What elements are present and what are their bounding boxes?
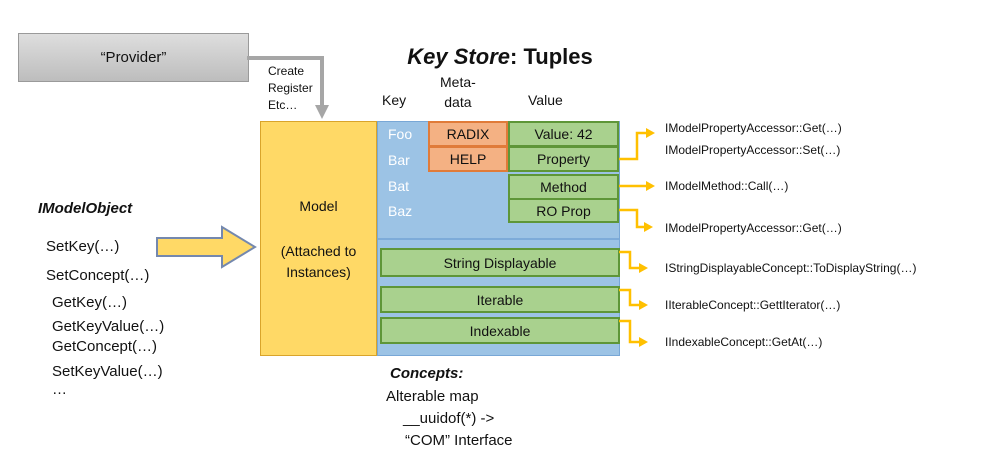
value-cell-property: Property (508, 146, 619, 172)
page-title: Key Store: Tuples (345, 44, 655, 70)
concept-bar-iterable: Iterable (380, 286, 620, 313)
arrow-method-head-icon (646, 181, 655, 191)
method-setkey: SetKey(…) (46, 238, 120, 255)
metadata-header-line2: data (444, 94, 472, 110)
concept-bar-indexable: Indexable (380, 317, 620, 344)
provider-connector-labels: Create Register Etc… (268, 63, 313, 114)
model-box-subtitle: (Attached to Instances) (280, 243, 357, 280)
concepts-note-header: Concepts: (390, 365, 464, 382)
connector-label-register: Register (268, 81, 313, 95)
method-setkeyvalue: SetKeyValue(…) (52, 363, 163, 380)
key-panel-divider (378, 238, 619, 240)
provider-box: “Provider” (18, 33, 249, 82)
column-header-value: Value (528, 92, 563, 108)
method-getkeyvalue: GetKeyValue(…) (52, 318, 165, 335)
annotation-property-set: IModelPropertyAccessor::Set(…) (665, 143, 841, 157)
provider-label: “Provider” (100, 49, 167, 66)
annotation-iterable: IIterableConcept::GettIterator(…) (665, 298, 841, 312)
metadata-cell-help: HELP (428, 146, 508, 172)
concepts-note-line1: Alterable map (386, 388, 479, 405)
column-header-metadata: Meta- data (440, 72, 476, 112)
connector-label-etc: Etc… (268, 98, 298, 112)
concept-bar-string-displayable: String Displayable (380, 248, 620, 277)
arrow-iterable-head-icon (639, 300, 648, 310)
arrow-string-displayable-head-icon (639, 263, 648, 273)
annotation-roprop-get: IModelPropertyAccessor::Get(…) (665, 221, 842, 235)
annotation-string-displayable: IStringDisplayableConcept::ToDisplayStri… (665, 261, 917, 275)
title-tuples: Tuples (523, 44, 593, 69)
arrow-indexable-head-icon (639, 337, 648, 347)
value-cell-value42: Value: 42 (508, 121, 619, 147)
method-setconcept: SetConcept(…) (46, 267, 150, 284)
annotation-indexable: IIndexableConcept::GetAt(…) (665, 335, 823, 349)
arrow-indexable (619, 319, 639, 344)
arrow-iterable (619, 288, 639, 307)
annotation-property-get: IModelPropertyAccessor::Get(…) (665, 121, 842, 135)
key-row-foo: Foo (388, 126, 413, 142)
imodelobject-header: IModelObject (38, 200, 133, 217)
annotation-method-call: IModelMethod::Call(…) (665, 179, 789, 193)
model-box: Model (Attached to Instances) (260, 121, 377, 356)
concepts-note-line3: “COM” Interface (405, 432, 513, 449)
imodelobject-to-model-arrow-icon (156, 225, 257, 269)
column-header-key: Key (382, 92, 407, 108)
method-ellipsis: … (52, 381, 67, 398)
metadata-cell-radix: RADIX (428, 121, 508, 147)
arrow-property-head-icon (646, 128, 655, 138)
key-row-bat: Bat (388, 178, 410, 194)
title-key-store: Key Store (407, 44, 510, 69)
arrow-roprop-head-icon (644, 222, 653, 232)
arrow-property-to-getset (619, 131, 646, 161)
model-box-title: Model (299, 198, 338, 214)
method-getkey: GetKey(…) (52, 294, 128, 311)
value-cell-roprop: RO Prop (508, 198, 619, 223)
concepts-note-line2: __uuidof(*) -> (403, 410, 495, 427)
value-cell-method: Method (508, 174, 619, 200)
key-row-bar: Bar (388, 152, 410, 168)
provider-arrow-head-icon (315, 105, 329, 119)
connector-label-create: Create (268, 64, 305, 78)
key-row-baz: Baz (388, 203, 413, 219)
arrow-string-displayable (619, 250, 639, 270)
title-separator: : (510, 44, 524, 69)
metadata-header-line1: Meta- (440, 74, 476, 90)
method-getconcept: GetConcept(…) (52, 338, 158, 355)
arrow-roprop-to-get (619, 208, 644, 229)
